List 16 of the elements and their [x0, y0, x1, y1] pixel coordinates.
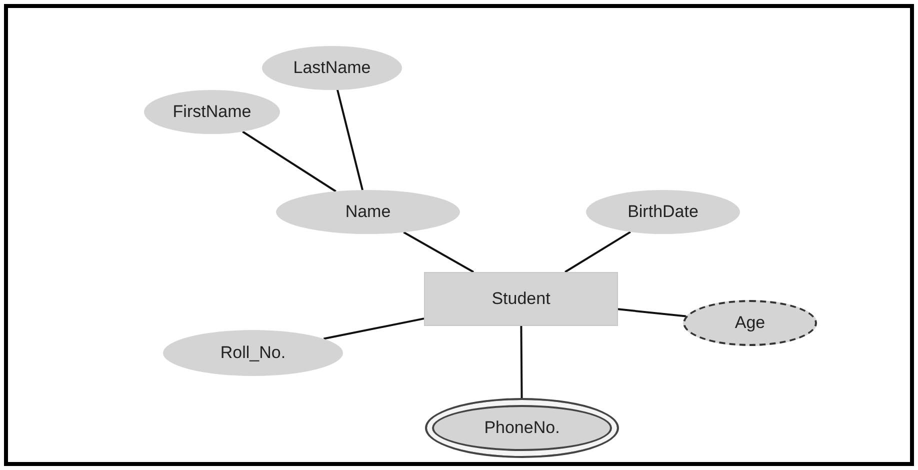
entity-box [424, 272, 618, 326]
attribute-name: FirstName [172, 102, 252, 122]
connector-line [618, 308, 686, 318]
attribute-name: Student [492, 289, 550, 309]
attribute-name: PhoneNo. [484, 418, 560, 438]
connector-line [403, 231, 474, 273]
attribute-name: Age [734, 313, 766, 333]
connector-line [336, 90, 364, 190]
attribute-name: Roll_No. [220, 343, 286, 363]
connector-line [564, 231, 631, 273]
connector-line [520, 326, 523, 398]
attribute-name: Name [345, 202, 391, 222]
connector-line [242, 130, 336, 192]
attribute-name: BirthDate [628, 202, 698, 222]
attribute-name: LastName [293, 58, 371, 78]
connector-line [323, 318, 424, 340]
